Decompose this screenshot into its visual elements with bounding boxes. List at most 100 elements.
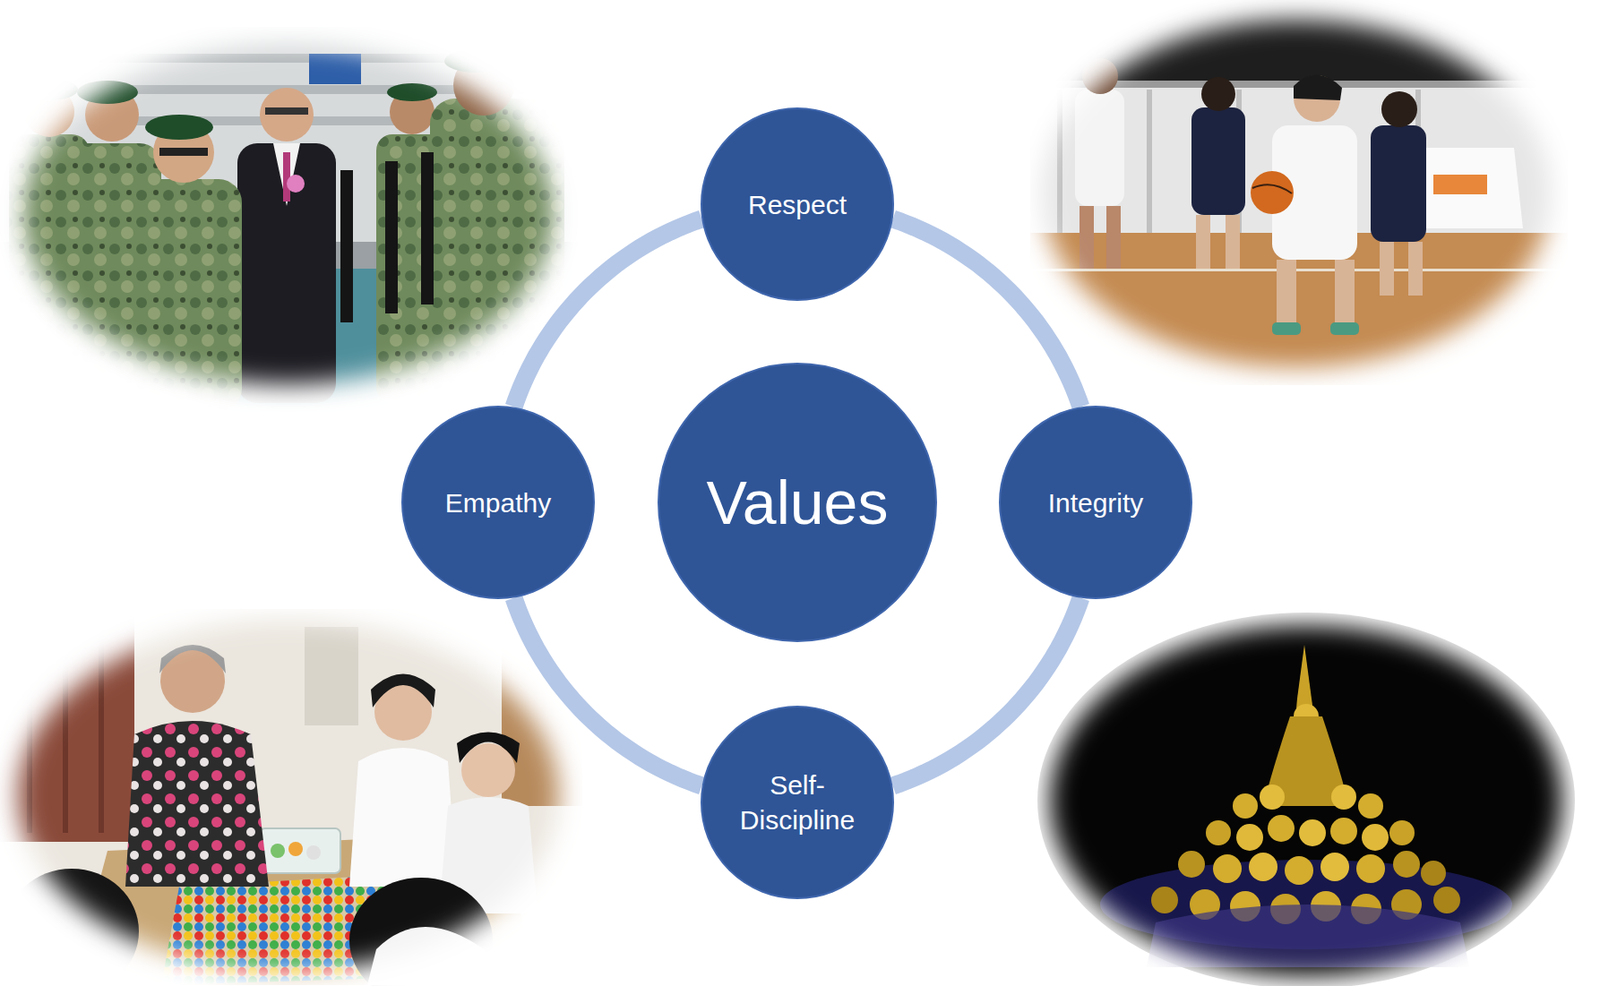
illustration-part (1146, 904, 1470, 968)
illustration-part (1106, 206, 1121, 269)
node-label: Respect (748, 187, 847, 223)
illustration-part (340, 170, 353, 323)
illustration-part (1330, 322, 1360, 336)
illustration-part (26, 618, 33, 834)
text-stack: Self- Discipline (725, 767, 869, 838)
illustration-part (288, 842, 303, 857)
illustration-part (265, 107, 309, 115)
ring-arc (893, 219, 1082, 408)
illustration-part (1195, 215, 1211, 269)
illustration-part (1393, 851, 1420, 878)
text-stack: Empathy (445, 485, 551, 521)
volunteer (125, 645, 269, 887)
ring-arc (514, 598, 703, 787)
cadet-parade-photo (0, 26, 592, 413)
officer-in-suit (237, 87, 336, 404)
illustration-part (1178, 851, 1205, 878)
value-circle: Integrity (998, 405, 1193, 600)
basketball-photo (1030, 0, 1568, 386)
illustration-part (259, 87, 314, 142)
illustration-part (421, 152, 434, 305)
illustration-part (1433, 886, 1461, 914)
illustration-part (1225, 215, 1240, 269)
illustration-part (1248, 852, 1278, 882)
illustration-part (1267, 815, 1295, 843)
illustration-part (1408, 241, 1423, 296)
illustration-part (0, 609, 135, 843)
illustration-part (1331, 784, 1357, 810)
ring-arc (893, 598, 1082, 787)
illustration-part (145, 114, 214, 140)
node-label: Integrity (1048, 485, 1145, 521)
text-stack: Values (706, 463, 889, 542)
illustration-part (1356, 854, 1385, 884)
illustration-part (1379, 241, 1394, 296)
illustration-part (370, 674, 436, 709)
illustration-part (1259, 784, 1285, 810)
illustration-part (1030, 0, 1568, 386)
illustration-part (456, 732, 520, 765)
illustration-part (1361, 824, 1389, 852)
illustration-part (1298, 819, 1326, 847)
illustration-part (461, 743, 516, 798)
illustration-part (125, 179, 242, 413)
value-circle: Respect (700, 107, 895, 302)
illustration-part (1358, 793, 1384, 819)
illustration-part (159, 645, 226, 674)
text-stack: Integrity (1048, 485, 1145, 521)
illustration-part (1037, 612, 1575, 986)
illustration-part (304, 627, 359, 726)
illustration-part (4, 868, 139, 986)
illustration-part (1381, 91, 1418, 128)
illustration-part (1284, 856, 1314, 886)
illustration-part (125, 721, 269, 887)
illustration-part (309, 53, 362, 85)
illustration-part (20, 78, 78, 101)
illustration-part (1252, 184, 1292, 194)
illustration-part (1330, 817, 1358, 845)
illustration-part (1236, 824, 1264, 852)
value-circle: Self- Discipline (700, 705, 895, 900)
dance-photo (1037, 612, 1575, 986)
center-circle: Values (657, 362, 938, 643)
illustration-part (1272, 322, 1301, 336)
illustration-part (367, 927, 502, 986)
illustration-part (1433, 174, 1488, 195)
illustration-part (1075, 89, 1125, 207)
node-label: Values (706, 463, 889, 542)
illustration-part (385, 161, 398, 314)
illustration-part (1389, 820, 1415, 846)
node-label: Self- Discipline (725, 767, 869, 838)
illustration-part (1293, 74, 1342, 101)
value-circle: Empathy (401, 405, 595, 600)
dancers (1146, 645, 1470, 968)
text-stack: Respect (748, 187, 847, 223)
illustration-part (259, 828, 341, 874)
illustration-part (283, 152, 291, 202)
front-cadet (125, 114, 242, 413)
classroom-photo (0, 609, 583, 986)
illustration-part (1079, 206, 1094, 269)
illustration-part (1250, 171, 1294, 215)
illustration-part (270, 843, 285, 859)
illustration-part (1232, 793, 1258, 819)
illustration-part (1205, 820, 1231, 846)
illustration-part (1320, 852, 1350, 882)
illustration-part (1201, 77, 1236, 112)
illustration-part (1370, 125, 1427, 242)
illustration-part (1334, 259, 1355, 327)
illustration-part (1057, 89, 1063, 242)
players (1075, 58, 1427, 336)
illustration-part (1212, 854, 1242, 884)
illustration-part (237, 143, 336, 404)
illustration-part (159, 147, 208, 156)
illustration-part (306, 845, 321, 861)
illustration-part (1146, 89, 1153, 242)
illustration-part (387, 83, 438, 102)
illustration-part (77, 80, 138, 104)
node-label: Empathy (445, 485, 551, 521)
cadet-figures (8, 49, 565, 404)
illustration-part (1151, 886, 1179, 914)
illustration-part (62, 618, 69, 834)
